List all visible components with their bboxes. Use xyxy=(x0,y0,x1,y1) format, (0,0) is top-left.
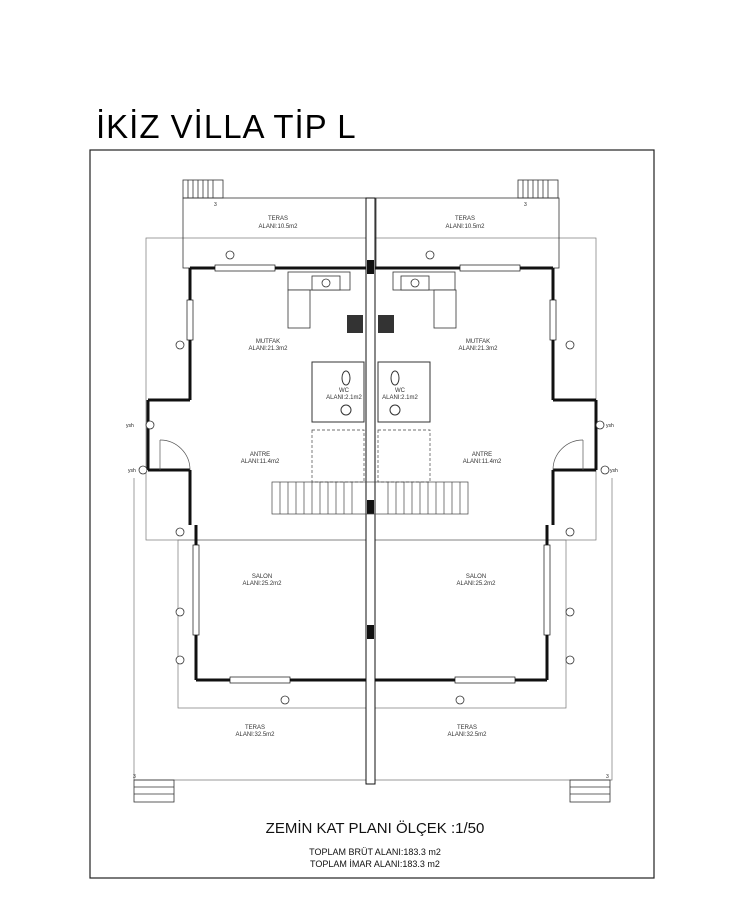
antre-right-area: ALANI:11.4m2 xyxy=(463,459,502,465)
zoning-area-text: TOPLAM İMAR ALANI:183.3 m2 xyxy=(310,859,440,869)
windows xyxy=(186,264,557,684)
teras-bottom-right-name: TERAS xyxy=(457,725,477,731)
entry-doors xyxy=(159,439,584,471)
teras-bottom-right-area: ALANI:32.5m2 xyxy=(447,732,487,738)
salon-right-name: SALON xyxy=(466,574,486,580)
mutfak-right-area: ALANI:21.3m2 xyxy=(458,346,498,352)
mark-three-top-right: 3 xyxy=(524,202,527,208)
salon-left-area: ALANI:25.2m2 xyxy=(242,581,282,587)
antre-left-area: ALANI:11.4m2 xyxy=(241,459,280,465)
exterior-walls-right xyxy=(375,266,598,682)
exterior-walls-left xyxy=(146,266,366,682)
antre-right-name: ANTRE xyxy=(472,452,492,458)
teras-bottom-left-area: ALANI:32.5m2 xyxy=(235,732,275,738)
wc-blocks xyxy=(311,361,431,423)
mark-three-bottom-left: 3 xyxy=(133,774,136,780)
mark-three-top-left: 3 xyxy=(214,202,217,208)
teras-top-left-area: ALANI:10.5m2 xyxy=(258,224,298,230)
teras-top-right-name: TERAS xyxy=(455,216,475,222)
level-markers xyxy=(138,250,610,705)
mutfak-left-name: MUTFAK xyxy=(256,339,280,345)
kitchen-counters xyxy=(287,271,457,329)
party-wall xyxy=(365,197,376,785)
mark-ysh-left-1: ysh xyxy=(126,423,134,429)
teras-bottom-left-name: TERAS xyxy=(245,725,265,731)
salon-left-name: SALON xyxy=(252,574,272,580)
teras-top-left-name: TERAS xyxy=(268,216,288,222)
salon-right-area: ALANI:25.2m2 xyxy=(456,581,496,587)
sheet-border xyxy=(89,149,655,879)
wc-left-name: WC xyxy=(339,388,350,394)
wc-right-name: WC xyxy=(395,388,406,394)
wc-left-area: ALANI:2.1m2 xyxy=(326,395,362,401)
cooktops xyxy=(347,315,394,333)
mutfak-left-area: ALANI:21.3m2 xyxy=(248,346,288,352)
mark-ysh-right-1: ysh xyxy=(606,423,614,429)
bottom-steps xyxy=(133,779,611,803)
teras-top-right-area: ALANI:10.5m2 xyxy=(445,224,485,230)
wc-right-area: ALANI:2.1m2 xyxy=(382,395,418,401)
mark-ysh-right-2: ysh xyxy=(610,468,618,474)
drawing-title: İKİZ VİLLA TİP L xyxy=(96,108,357,145)
mutfak-right-name: MUTFAK xyxy=(466,339,490,345)
staircase xyxy=(271,429,469,515)
mark-three-bottom-right: 3 xyxy=(606,774,609,780)
mark-ysh-left-2: ysh xyxy=(128,468,136,474)
antre-left-name: ANTRE xyxy=(250,452,270,458)
plan-scale-title: ZEMİN KAT PLANI ÖLÇEK :1/50 xyxy=(266,819,485,837)
gross-area-text: TOPLAM BRÜT ALANI:183.3 m2 xyxy=(309,847,441,857)
